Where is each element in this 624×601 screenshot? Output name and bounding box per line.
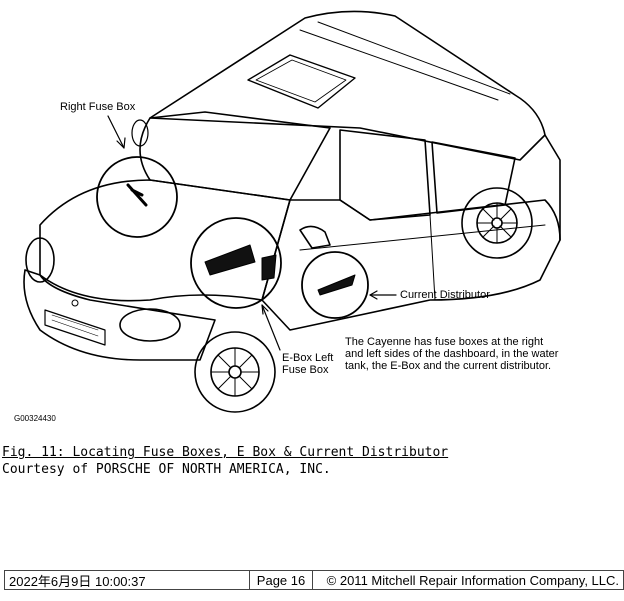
roof-rails <box>299 21 511 101</box>
footer-page-number: Page 16 <box>250 571 313 589</box>
figure-caption-title: Fig. 11: Locating Fuse Boxes, E Box & Cu… <box>2 445 449 460</box>
ebox-pointer <box>261 304 281 351</box>
page-footer: 2022年6月9日 10:00:37 Page 16 © 2011 Mitche… <box>4 570 624 590</box>
right-fuse-box-pointer <box>107 115 125 149</box>
front-grille <box>44 309 106 346</box>
porsche-badge <box>71 299 79 307</box>
current-distributor-callout <box>301 251 369 319</box>
vehicle-roof <box>149 10 546 161</box>
front-bumper <box>23 269 216 361</box>
windshield <box>139 111 331 201</box>
side-mirror <box>299 225 331 249</box>
headlight-right <box>119 308 181 342</box>
vehicle-hood <box>39 179 291 302</box>
right-fuse-box-callout <box>96 156 178 238</box>
vehicle-line-drawing <box>23 10 561 413</box>
right-fuse-box-label: Right Fuse Box <box>60 101 136 113</box>
image-code: G00324430 <box>14 414 56 423</box>
current-distributor-label: Current Distributor <box>400 289 490 301</box>
front-wheel <box>194 331 276 413</box>
footer-copyright: © 2011 Mitchell Repair Information Compa… <box>326 572 619 588</box>
ebox-left-fuse-box-label: E-Box Left Fuse Box <box>282 352 334 376</box>
fuse-box-note: The Cayenne has fuse boxes at the right … <box>345 336 559 372</box>
footer-datetime: 2022年6月9日 10:00:37 <box>5 571 251 589</box>
figure-caption-credit: Courtesy of PORSCHE OF NORTH AMERICA, IN… <box>2 462 331 477</box>
sunroof <box>247 54 356 109</box>
vehicle-body-side <box>261 199 561 331</box>
rear-wheel <box>461 187 533 259</box>
vehicle-fuse-location-figure: Right Fuse Box Current Distributor E-Box… <box>14 10 561 423</box>
ebox-callout <box>190 217 282 309</box>
headlight-left <box>25 237 55 283</box>
